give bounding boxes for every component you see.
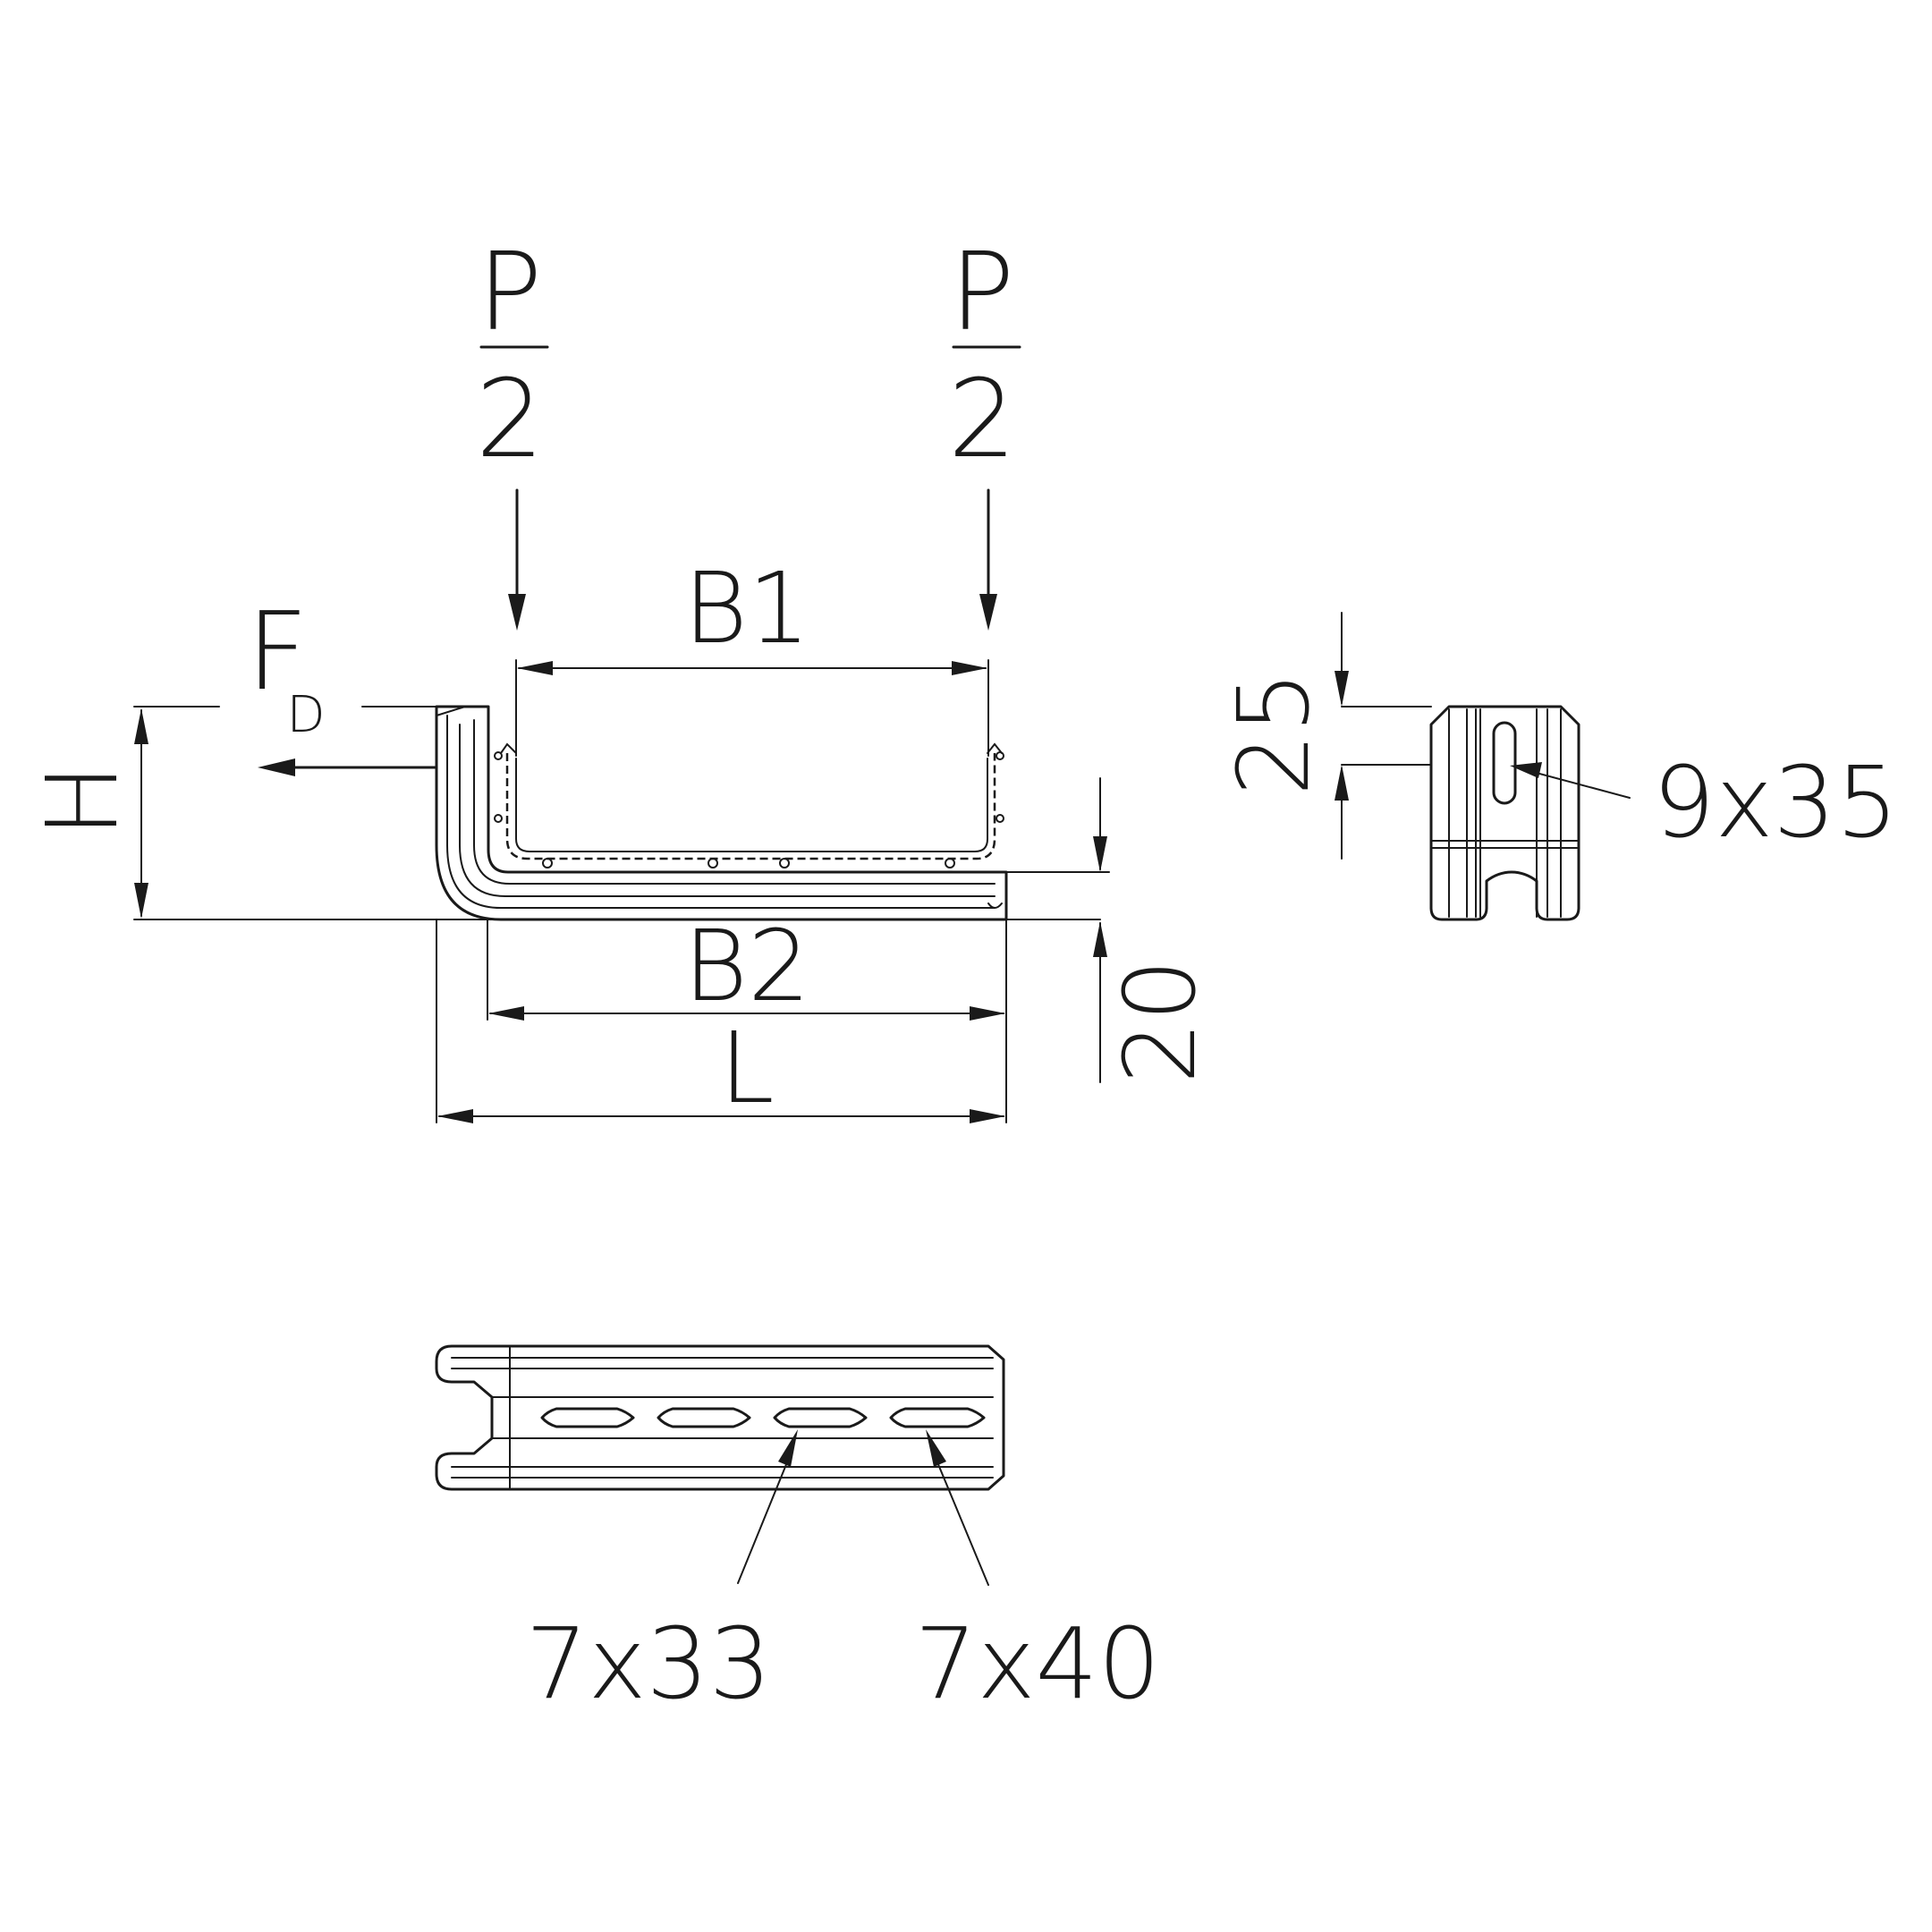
- tray-rivet: [779, 858, 790, 869]
- side-view-slot: [1492, 721, 1517, 805]
- dimension-25: 25: [1216, 612, 1432, 860]
- side-view-outline: [1429, 705, 1580, 921]
- callout-9x35-arrowhead: [1510, 762, 1542, 778]
- dimension-b2: B2: [487, 871, 1007, 1123]
- tray-rivet: [945, 858, 955, 869]
- dimension-20: 20: [1005, 777, 1217, 1084]
- plan-slot: [657, 1407, 751, 1428]
- callout-7x33-label: 7x33: [525, 1606, 771, 1721]
- dimension-b2-arrow-left: [488, 1006, 524, 1021]
- plan-slot: [540, 1407, 635, 1428]
- callout-7x40: 7x40: [914, 1429, 1161, 1721]
- dimension-20-label: 20: [1103, 959, 1217, 1084]
- bracket-front-view: [435, 705, 1008, 921]
- dimension-b1-arrow-left: [517, 661, 553, 675]
- force-fd-arrowhead: [258, 758, 295, 776]
- dimension-h-arrow-top: [134, 708, 148, 744]
- load-left: P 2: [476, 231, 549, 631]
- dimension-h: H: [25, 706, 437, 919]
- callout-7x40-label: 7x40: [914, 1606, 1160, 1721]
- dimension-20-arrow-bottom: [1093, 921, 1107, 957]
- callout-7x40-leader: [935, 1457, 989, 1586]
- cable-tray-inner: [515, 758, 988, 852]
- force-fd: F D: [246, 590, 438, 776]
- dimension-b2-arrow-right: [970, 1006, 1005, 1021]
- bracket-end-curl: [987, 902, 1003, 909]
- load-right-denominator: 2: [948, 358, 1016, 482]
- force-fd-subscript: D: [286, 686, 325, 744]
- tray-rivet: [542, 858, 553, 869]
- bracket-inner-line-2: [459, 724, 996, 897]
- cable-tray-lip-left: [500, 742, 517, 754]
- callout-9x35-label: 9x35: [1652, 745, 1898, 860]
- plan-view: [435, 1344, 1005, 1491]
- dimension-25-arrow-top: [1335, 671, 1349, 707]
- dimension-b1: B1: [515, 551, 989, 757]
- plan-slot: [773, 1407, 868, 1428]
- tray-rivet: [996, 751, 1004, 760]
- dimension-b2-label: B2: [683, 909, 810, 1023]
- callout-9x35: 9x35: [1510, 745, 1899, 860]
- dimension-b1-arrow-right: [952, 661, 987, 675]
- dimension-l-arrow-right: [970, 1109, 1005, 1123]
- dimension-20-arrow-top: [1093, 836, 1107, 872]
- plan-slot: [889, 1407, 986, 1428]
- side-view: [1429, 705, 1580, 921]
- bracket-top-cap: [436, 706, 466, 716]
- bracket-inner-line-1: [446, 715, 996, 909]
- callout-7x33-leader: [737, 1457, 790, 1584]
- force-fd-main: F: [246, 590, 308, 715]
- callout-7x33: 7x33: [525, 1429, 798, 1721]
- bracket-outline: [435, 705, 1008, 921]
- callout-7x33-arrowhead: [778, 1429, 798, 1467]
- dimension-h-arrow-bottom: [134, 883, 148, 919]
- load-left-numerator: P: [478, 231, 542, 355]
- cable-tray-outline: [505, 753, 996, 860]
- dimension-h-label: H: [25, 764, 140, 838]
- callout-9x35-leader: [1529, 770, 1631, 799]
- load-right-numerator: P: [950, 231, 1014, 355]
- load-right-arrowhead: [979, 594, 997, 631]
- load-left-denominator: 2: [476, 358, 544, 482]
- tray-rivet: [494, 814, 503, 823]
- tray-rivet: [708, 858, 718, 869]
- cable-tray: [494, 742, 1004, 869]
- dimension-l-label: L: [719, 1011, 774, 1125]
- dimension-l-arrow-left: [437, 1109, 473, 1123]
- dimension-l: L: [436, 919, 1005, 1125]
- callout-7x40-arrowhead: [926, 1429, 946, 1467]
- cable-tray-lip-right: [987, 742, 1003, 754]
- tray-rivet: [996, 814, 1004, 823]
- tray-rivet: [494, 751, 503, 760]
- load-left-arrowhead: [508, 594, 526, 631]
- load-right: P 2: [948, 231, 1021, 631]
- dimension-25-label: 25: [1216, 671, 1331, 796]
- bracket-inner-line-3: [473, 719, 996, 885]
- dimension-25-arrow-bottom: [1335, 765, 1349, 801]
- plan-view-outline: [435, 1344, 1005, 1491]
- dimension-b1-label: B1: [683, 551, 810, 665]
